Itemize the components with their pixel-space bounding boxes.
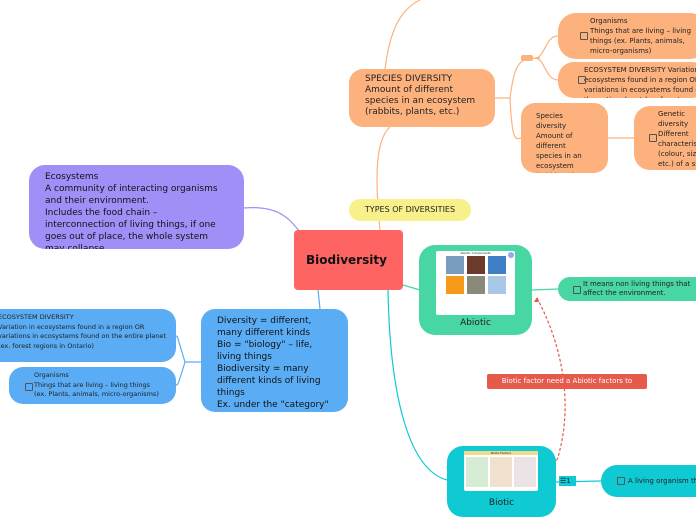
checkbox-icon[interactable] xyxy=(617,477,625,485)
biotic-note-node[interactable]: A living organism that xyxy=(601,465,696,497)
ecosystem-diversity-node[interactable]: ECOSYSTEM DIVERSITY Variation in ecosyst… xyxy=(558,62,696,98)
abiotic-label: Abiotic xyxy=(460,318,491,328)
biotic-label: Biotic xyxy=(488,498,515,508)
abiotic-node[interactable]: Abiotic Components Abiotic xyxy=(419,245,532,335)
sticker-icon xyxy=(508,252,514,258)
organisms-node[interactable]: Organisms Things that are living – livin… xyxy=(558,13,696,59)
node-text: A living organism that xyxy=(628,477,696,485)
task-list-badge[interactable]: ☰1 xyxy=(559,476,576,486)
image-title: Abiotic Components xyxy=(460,251,491,255)
node-text: It means non living things that affect t… xyxy=(583,280,691,297)
collapse-handle[interactable] xyxy=(521,55,533,61)
list-icon: ☰ xyxy=(560,477,567,485)
biotic-node[interactable]: Biotic Factors Biotic xyxy=(447,446,556,517)
node-text: Genetic diversity Different characterist… xyxy=(658,110,696,168)
checkbox-icon[interactable] xyxy=(580,32,588,40)
types-of-diversities-node[interactable]: TYPES OF DIVERSITIES xyxy=(349,199,471,221)
genetic-diversity-node[interactable]: Genetic diversity Different characterist… xyxy=(634,106,696,170)
node-text: ECOSYSTEM DIVERSITY Variation in ecosyst… xyxy=(584,66,696,98)
abiotic-note-node[interactable]: It means non living things that affect t… xyxy=(558,277,696,301)
ecosystem-diversity-left-node[interactable]: ECOSYSTEM DIVERSITY Variation in ecosyst… xyxy=(0,309,176,362)
central-topic-biodiversity[interactable]: Biodiversity xyxy=(294,230,403,290)
species-diversity-node[interactable]: SPECIES DIVERSITY Amount of different sp… xyxy=(349,69,495,127)
node-text: Organisms Things that are living – livin… xyxy=(34,371,159,398)
diversity-definition-node[interactable]: Diversity = different, many different ki… xyxy=(201,309,348,412)
abiotic-components-image: Abiotic Components xyxy=(436,251,515,315)
ecosystems-node[interactable]: Ecosystems A community of interacting or… xyxy=(29,165,244,249)
badge-count: 1 xyxy=(566,477,571,485)
organisms-left-node[interactable]: Organisms Things that are living – livin… xyxy=(9,367,176,404)
node-text: Organisms Things that are living – livin… xyxy=(590,17,692,55)
checkbox-icon[interactable] xyxy=(25,383,33,391)
checkbox-icon[interactable] xyxy=(573,286,581,294)
checkbox-icon[interactable] xyxy=(649,134,657,142)
relationship-label[interactable]: Biotic factor need a Abiotic factors to … xyxy=(487,374,647,389)
biotic-factors-image: Biotic Factors xyxy=(464,451,538,491)
species-diversity-small-node[interactable]: Species diversity Amount of different sp… xyxy=(521,103,608,173)
checkbox-icon[interactable] xyxy=(578,76,586,84)
image-title: Biotic Factors xyxy=(464,451,538,455)
